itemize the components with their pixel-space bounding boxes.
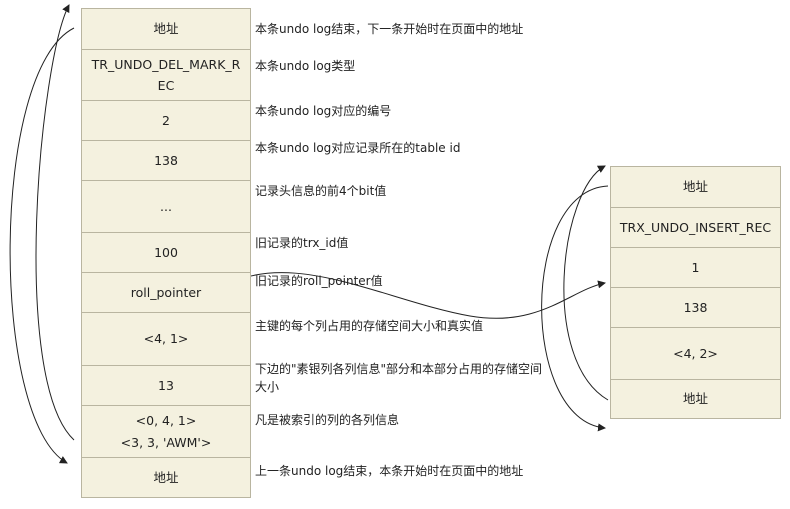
arrow-prev-log	[35, 4, 75, 441]
cell-text: TRX_UNDO_INSERT_REC	[619, 219, 772, 235]
note-primary-key: 主键的每个列占用的存储空间大小和真实值	[255, 319, 484, 333]
cell-text: TR_UNDO_DEL_MARK_R EC	[91, 56, 241, 93]
note-type: 本条undo log类型	[255, 59, 356, 73]
note-roll-pointer: 旧记录的roll_pointer值	[255, 274, 383, 288]
right-cell-table-id: 138	[610, 287, 781, 328]
left-cell-info-bits: ...	[81, 180, 251, 233]
arrow-next-log	[9, 27, 75, 464]
right-cell-undo-no: 1	[610, 247, 781, 288]
left-cell-primary-key: <4, 1>	[81, 312, 251, 366]
arrow-roll-pointer	[209, 272, 606, 319]
left-cell-index-columns: <0, 4, 1> <3, 3, 'AWM'>	[81, 405, 251, 458]
cell-text: ...	[160, 198, 172, 214]
left-cell-index-len: 13	[81, 365, 251, 406]
cell-text: <4, 2>	[673, 345, 718, 361]
note-address-next: 本条undo log结束，下一条开始时在页面中的地址	[255, 22, 524, 36]
cell-text: 地址	[682, 179, 708, 195]
cell-text: <4, 1>	[143, 331, 189, 347]
note-index-columns: 凡是被索引的列的各列信息	[255, 413, 400, 427]
cell-text: roll_pointer	[130, 284, 202, 300]
left-cell-address-next: 地址	[81, 8, 251, 50]
cell-text: 100	[154, 244, 178, 260]
arrow-right-prev	[563, 165, 609, 401]
cell-text: 地址	[153, 469, 179, 485]
note-old-trx-id: 旧记录的trx_id值	[255, 236, 349, 250]
right-cell-primary-key: <4, 2>	[610, 327, 781, 380]
left-cell-type: TR_UNDO_DEL_MARK_R EC	[81, 49, 251, 101]
note-address-prev: 上一条undo log结束，本条开始时在页面中的地址	[255, 464, 524, 478]
left-cell-undo-no: 2	[81, 100, 251, 141]
note-info-bits: 记录头信息的前4个bit值	[255, 184, 387, 198]
cell-text: 2	[162, 112, 170, 128]
note-index-len: 下边的"素银列各列信息"部分和本部分占用的存储空间大小	[255, 362, 543, 394]
cell-text: 138	[683, 299, 708, 315]
right-cell-address-prev: 地址	[610, 379, 781, 419]
cell-text: <0, 4, 1> <3, 3, 'AWM'>	[120, 413, 212, 450]
left-cell-table-id: 138	[81, 140, 251, 181]
cell-text: 地址	[153, 21, 179, 37]
right-cell-address-next: 地址	[610, 166, 781, 208]
arrow-right-next	[541, 185, 609, 432]
note-table-id: 本条undo log对应记录所在的table id	[255, 141, 461, 155]
note-undo-no: 本条undo log对应的编号	[255, 104, 392, 118]
cell-text: 138	[154, 152, 178, 168]
left-cell-roll-pointer: roll_pointer	[81, 272, 251, 313]
right-cell-type: TRX_UNDO_INSERT_REC	[610, 207, 781, 248]
left-cell-address-prev: 地址	[81, 457, 251, 498]
left-cell-old-trx-id: 100	[81, 232, 251, 273]
cell-text: 地址	[682, 391, 708, 407]
cell-text: 1	[691, 259, 700, 275]
cell-text: 13	[158, 377, 174, 393]
